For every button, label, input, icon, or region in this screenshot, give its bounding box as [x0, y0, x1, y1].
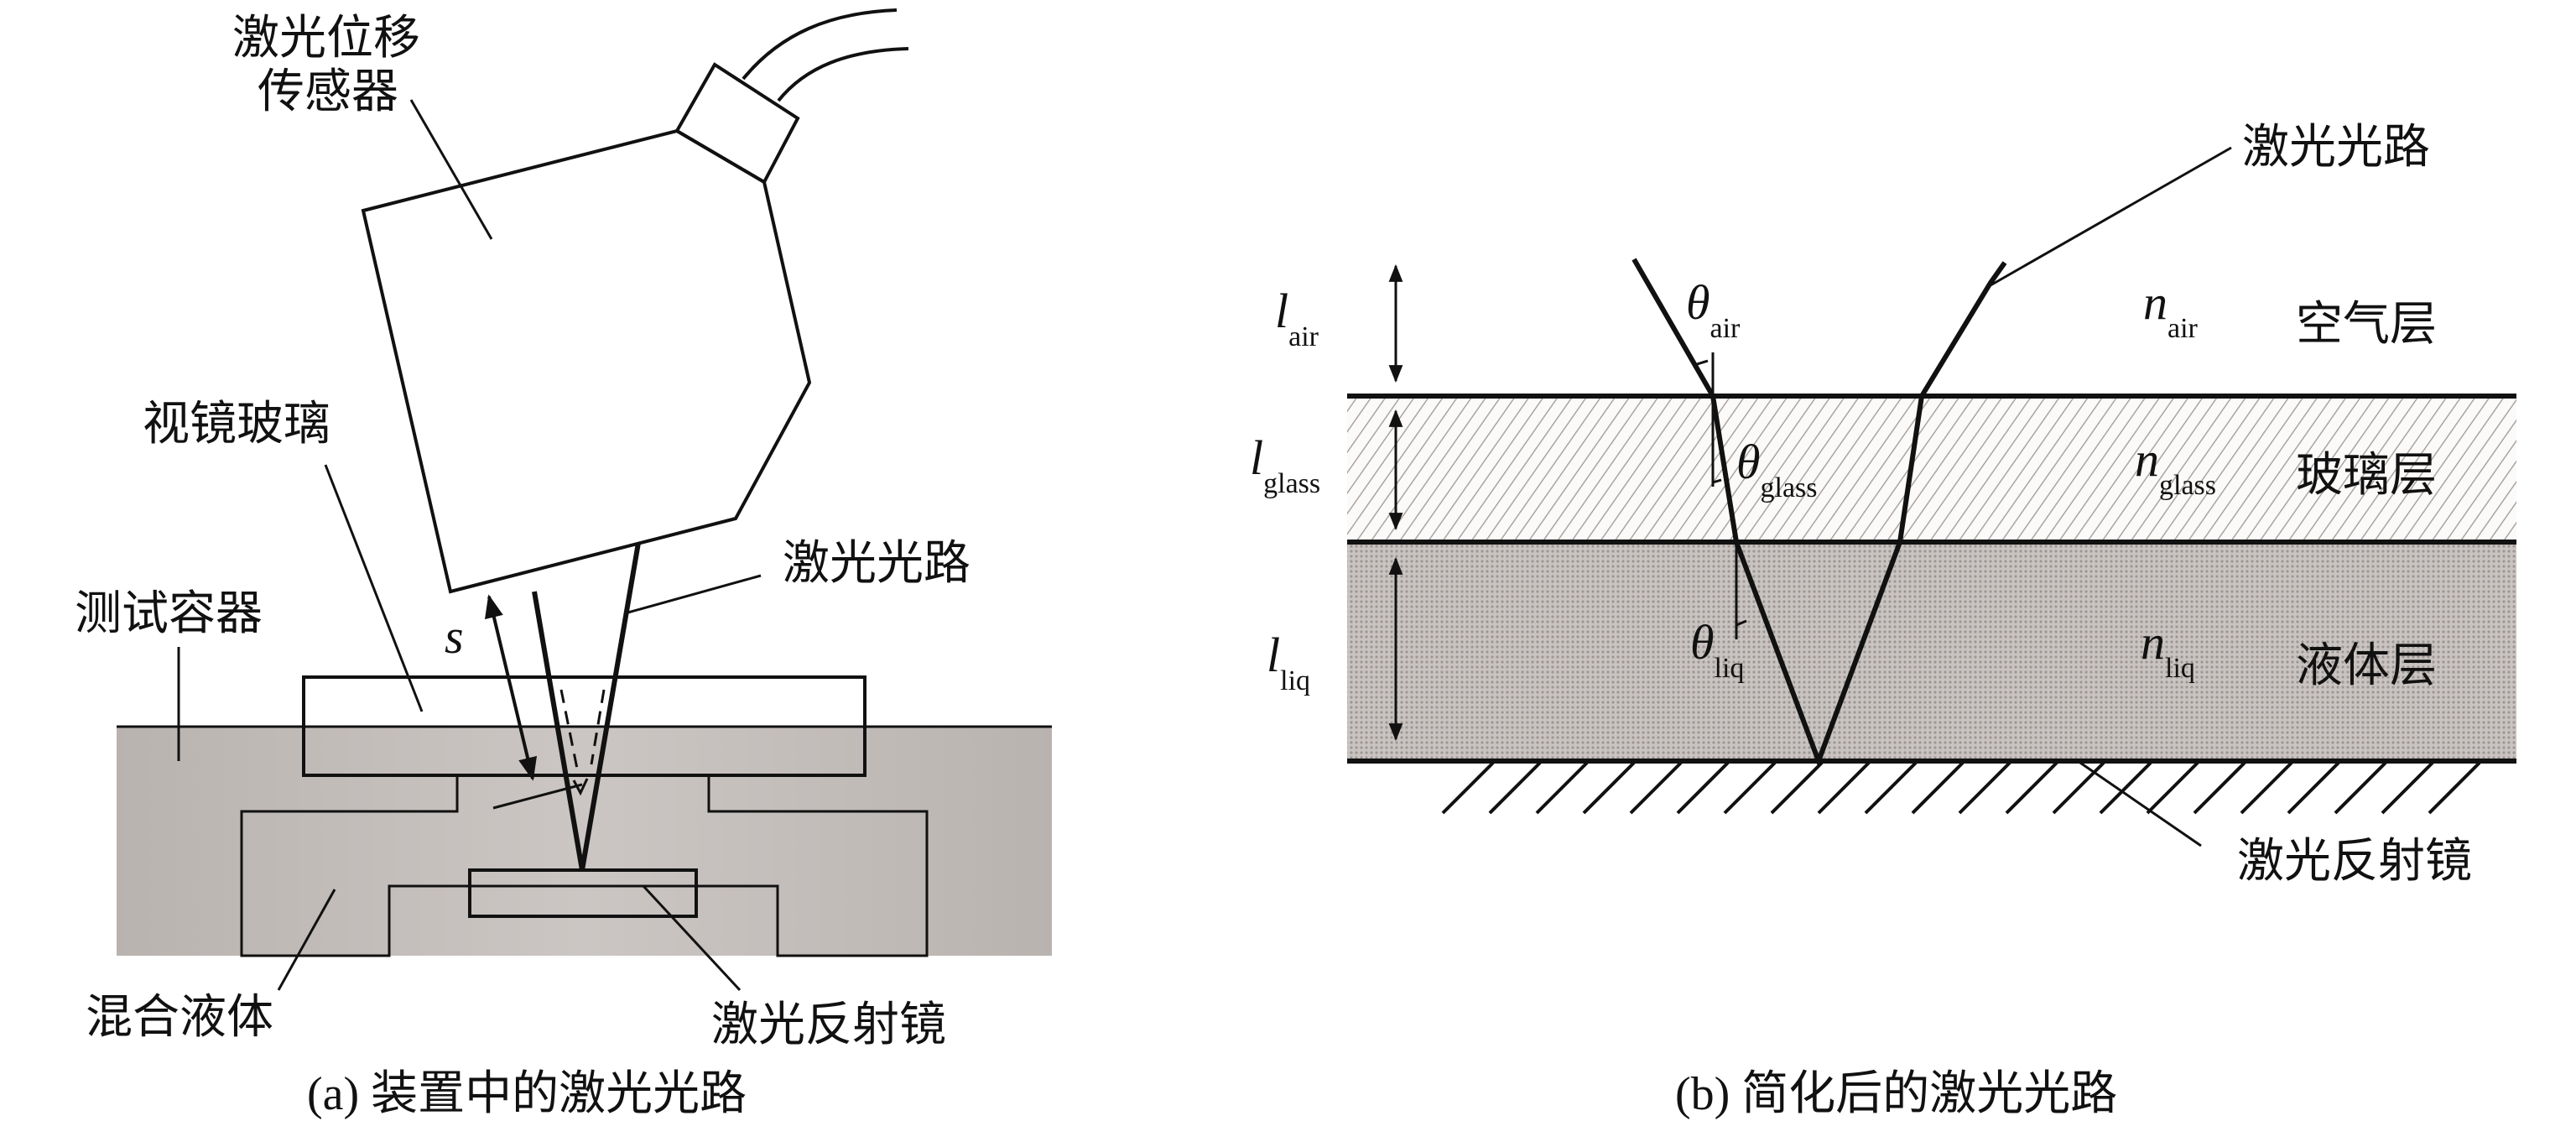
hatch-stroke	[1582, 761, 1636, 815]
sensor-label-line1: 激光位移	[232, 11, 420, 65]
theta-air-label: θair	[1686, 275, 1741, 344]
leader-line	[2077, 759, 2202, 847]
theta-liq-label: θliq	[1690, 615, 1744, 684]
leader-line	[324, 464, 424, 712]
sight-glass	[302, 675, 866, 777]
panel-b: lair lglass lliq θair θglass θliq nair n…	[1250, 120, 2516, 1120]
hatch-stroke	[1676, 761, 1730, 815]
sensor-label-line2: 传感器	[258, 65, 398, 119]
hatch-stroke	[2334, 761, 2387, 815]
hatch-stroke	[1441, 761, 1495, 815]
hatch-stroke	[2193, 761, 2246, 815]
laser-path-label-b: 激光光路	[2242, 120, 2430, 175]
l-glass-label: lglass	[1250, 430, 1320, 499]
sensor-cable	[777, 47, 909, 102]
l-liq-label: lliq	[1267, 628, 1310, 696]
hatch-stroke	[2052, 761, 2105, 815]
hatch-stroke	[2428, 761, 2481, 815]
caption-b: (b) 简化后的激光光路	[1675, 1068, 2117, 1120]
mirror-hatching	[1441, 761, 2481, 815]
hatch-stroke	[1911, 761, 1965, 815]
distance-arrow	[484, 594, 538, 781]
hatch-stroke	[2381, 761, 2434, 815]
glass-layer	[1347, 396, 2516, 542]
sensor-cable	[742, 8, 898, 81]
hatch-stroke	[1629, 761, 1683, 815]
angle-leader	[492, 783, 583, 810]
laser-mirror-label-b: 激光反射镜	[2237, 834, 2472, 889]
hatch-stroke	[2146, 761, 2199, 815]
laser-path-b	[1631, 258, 2007, 769]
n-air-label: nair	[2143, 275, 2199, 344]
leader-line	[642, 884, 742, 992]
hatch-stroke	[1488, 761, 1542, 815]
theta-glass-label: θglass	[1736, 435, 1818, 503]
liquid-layer-label: 液体层	[2296, 639, 2437, 693]
laser-path-a	[532, 542, 641, 871]
air-layer-label: 空气层	[2296, 297, 2437, 352]
hatch-stroke	[2240, 761, 2293, 815]
laser-path-label: 激光光路	[783, 536, 971, 591]
hatch-stroke	[1770, 761, 1824, 815]
n-liq-label: nliq	[2141, 615, 2195, 684]
distance-label: s	[445, 609, 464, 664]
l-air-label: lair	[1275, 284, 1319, 352]
mixed-liquid-label: 混合液体	[86, 990, 273, 1045]
hatch-stroke	[2099, 761, 2152, 815]
laser-displacement-sensor	[361, 128, 812, 594]
hatch-stroke	[2005, 761, 2058, 815]
glass-layer-label: 玻璃层	[2296, 448, 2437, 503]
sight-glass-label: 视镜玻璃	[143, 397, 330, 451]
hatch-stroke	[1723, 761, 1777, 815]
n-glass-label: nglass	[2135, 432, 2216, 501]
hatch-stroke	[2287, 761, 2340, 815]
hatch-stroke	[1864, 761, 1918, 815]
leader-line	[1990, 146, 2232, 287]
laser-mirror-label: 激光反射镜	[711, 998, 946, 1052]
panel-a: s 激光位移 传感器 视镜玻璃 激光光路 测试容器 混合液体 激光反射镜 (a)…	[75, 8, 1052, 1120]
leader-line	[277, 889, 336, 991]
test-container	[117, 725, 1052, 957]
liquid-layer	[1347, 542, 2516, 761]
leader-line	[409, 99, 493, 240]
hatch-stroke	[1535, 761, 1589, 815]
leader-line	[624, 574, 762, 615]
hatch-stroke	[1958, 761, 2011, 815]
test-container-label: 测试容器	[75, 587, 263, 641]
caption-a: (a) 装置中的激光光路	[307, 1068, 747, 1120]
hatch-stroke	[1817, 761, 1871, 815]
